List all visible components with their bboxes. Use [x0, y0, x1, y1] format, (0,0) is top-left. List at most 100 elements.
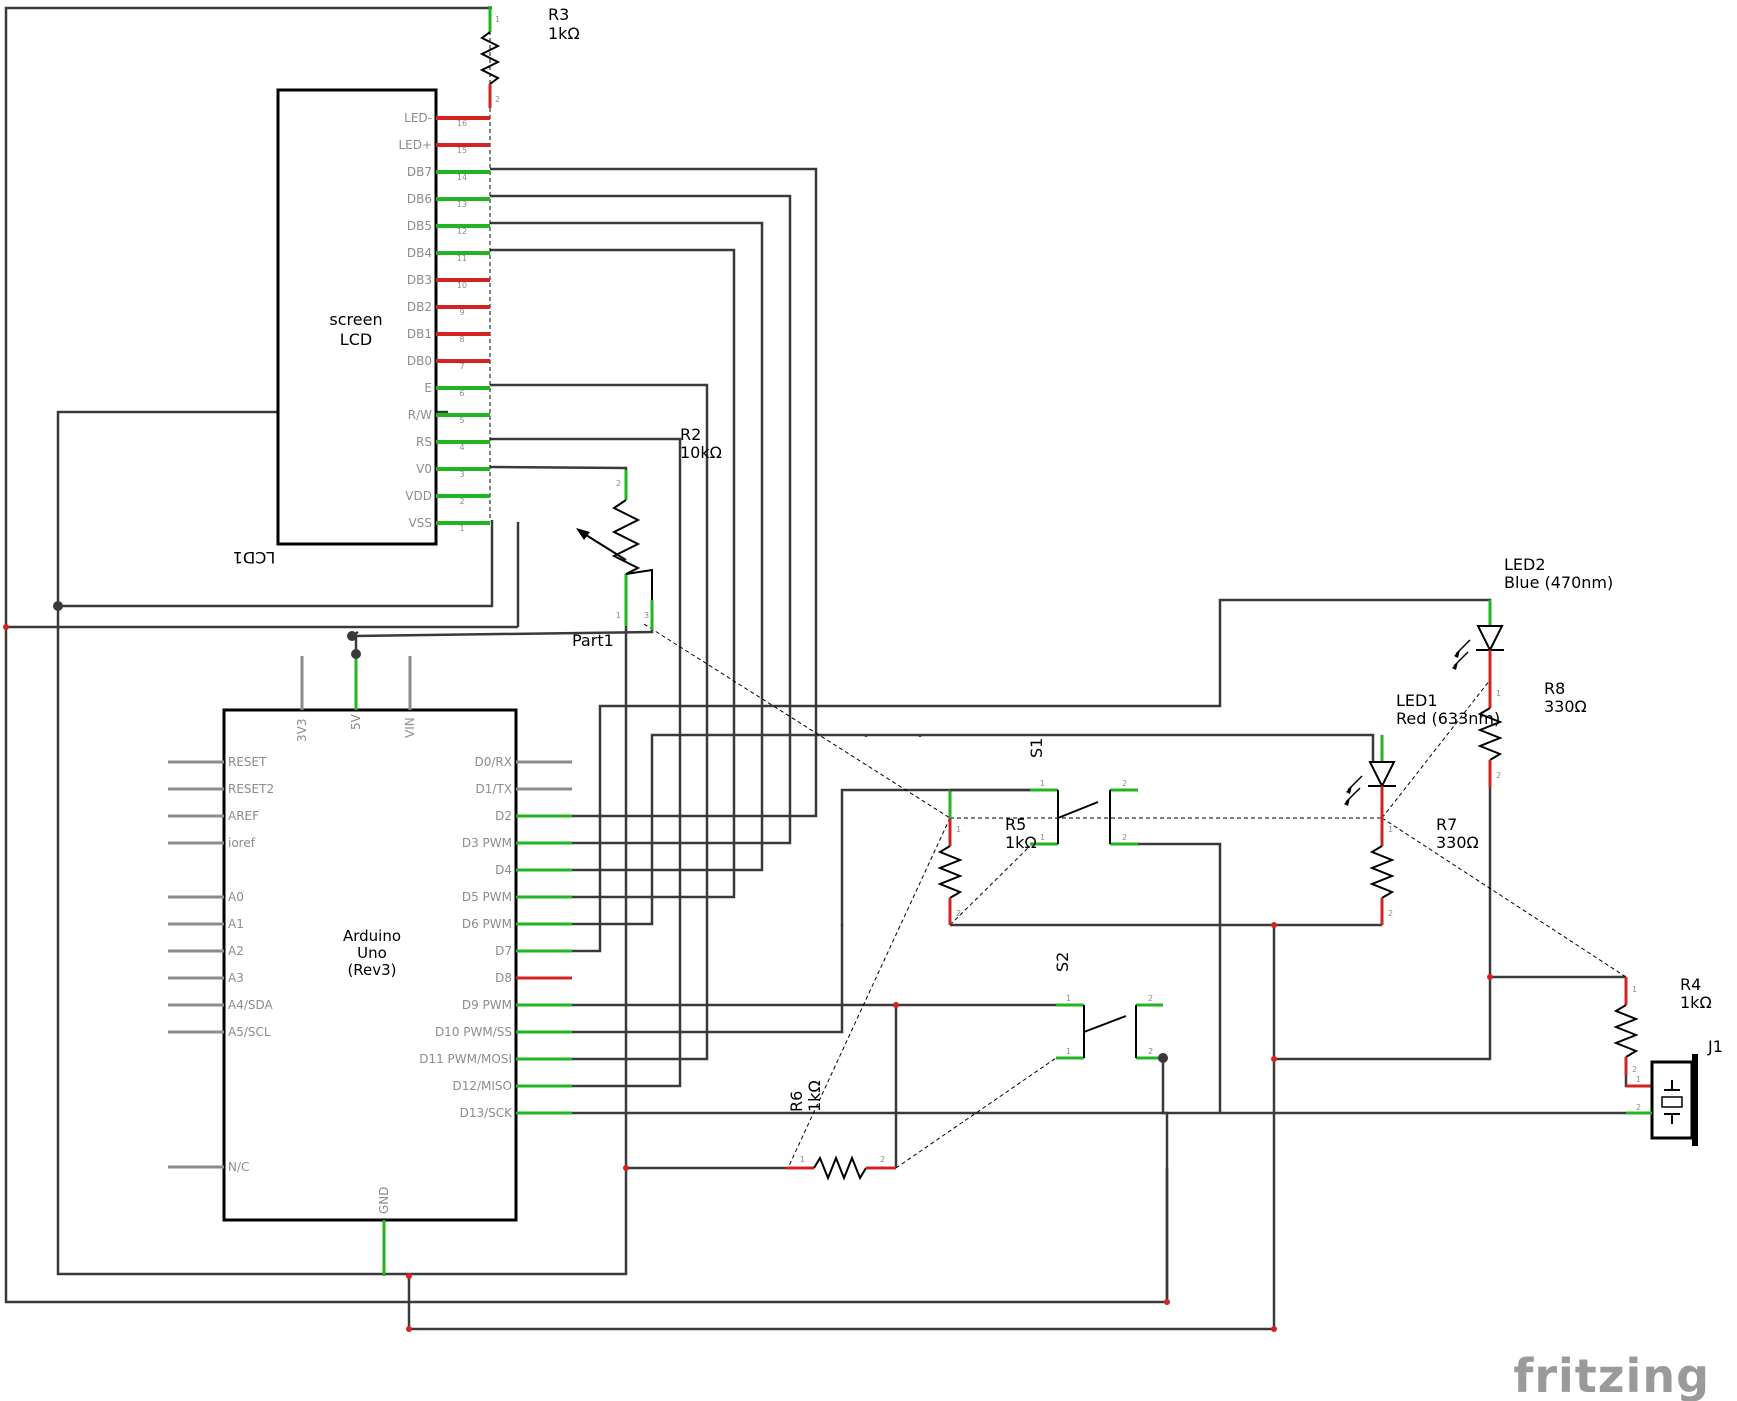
arduino-pin-d6-pwm: D6 PWM: [462, 917, 572, 931]
arduino-pin-d8: D8: [495, 971, 572, 985]
potentiometer-r2: 2 1 3 R2 10kΩ Part1: [572, 425, 722, 650]
arduino-label-line2: Uno: [357, 944, 387, 962]
svg-text:1: 1: [1496, 689, 1501, 698]
lcd-pin-number: 1: [459, 524, 464, 533]
arduino-label-line3: (Rev3): [347, 961, 396, 979]
lcd-pin-label: DB4: [407, 246, 432, 260]
arduino-pin-label: D11 PWM/MOSI: [419, 1052, 512, 1066]
lcd-pin-label: DB6: [407, 192, 432, 206]
lcd-pin-led-: LED+15: [398, 138, 490, 155]
arduino-pin-a4-sda: A4/SDA: [168, 998, 274, 1012]
r6-ref: R6: [787, 1091, 806, 1112]
svg-text:2: 2: [1632, 1065, 1637, 1074]
led1-value: Red (633nm): [1396, 709, 1500, 728]
lcd-pin-number: 10: [457, 281, 467, 290]
svg-text:1: 1: [800, 1155, 805, 1164]
lcd-pin-number: 9: [459, 308, 464, 317]
svg-text:2: 2: [1148, 994, 1153, 1003]
svg-text:2: 2: [880, 1155, 885, 1164]
s2-ref: S2: [1053, 952, 1072, 972]
resistor-r3: 1 2 R3 1kΩ: [436, 5, 580, 120]
arduino-pin-a0: A0: [168, 890, 244, 904]
arduino-pin-3v3: 3V3: [295, 719, 309, 742]
resistor-r7: 1 2 R7 330Ω: [1369, 815, 1479, 925]
lcd-pin-number: 11: [457, 254, 467, 263]
arduino-pin-d11-pwm-mosi: D11 PWM/MOSI: [419, 1052, 572, 1066]
r5-value: 1kΩ: [1005, 833, 1037, 852]
arduino-left-pins: RESETRESET2AREFiorefA0A1A2A3A4/SDAA5/SCL…: [168, 755, 274, 1174]
led2-ref: LED2: [1504, 555, 1546, 574]
arduino-pin-5v: 5V: [349, 713, 363, 730]
r3-value: 1kΩ: [548, 24, 580, 43]
r3-ref: R3: [548, 5, 569, 24]
lcd-pin-label: V0: [416, 462, 432, 476]
arduino-pin-d12-miso: D12/MISO: [452, 1079, 572, 1093]
arduino-pin-ioref: ioref: [168, 836, 256, 850]
lcd-pin-db3: DB3 10: [407, 273, 490, 290]
lcd-pin-label: VSS: [409, 516, 432, 530]
arduino-pin-n-c: N/C: [168, 1160, 249, 1174]
svg-text:1: 1: [495, 15, 500, 24]
resistor-r4: 1 2 R4 1kΩ: [1613, 975, 1712, 1088]
arduino-pin-d5-pwm: D5 PWM: [462, 890, 572, 904]
arduino-pin-d10-pwm-ss: D10 PWM/SS: [435, 1025, 572, 1039]
arduino-pin-label: D7: [495, 944, 512, 958]
lcd-pin-label: E: [424, 381, 432, 395]
arduino-pin-label: A0: [228, 890, 244, 904]
r5-ref: R5: [1005, 815, 1026, 834]
arduino-pin-d1-tx: D1/TX: [476, 782, 572, 796]
arduino-pin-label: D1/TX: [476, 782, 512, 796]
svg-text:1: 1: [1040, 779, 1045, 788]
lcd-pin-label: VDD: [405, 489, 432, 503]
arduino-pin-label: D2: [495, 809, 512, 823]
arduino-pin-label: N/C: [228, 1160, 249, 1174]
arduino-pin-label: A2: [228, 944, 244, 958]
arduino-uno: RESETRESET2AREFiorefA0A1A2A3A4/SDAA5/SCL…: [168, 656, 572, 1276]
unconnected-endpoints: [3, 624, 1493, 1332]
svg-text:2: 2: [495, 95, 500, 104]
lcd-ref: LCD1: [233, 548, 276, 567]
arduino-label-line1: Arduino: [343, 927, 401, 945]
resistor-r5: 1 2 R5 1kΩ: [937, 788, 1037, 925]
fritzing-logo: fritzing: [1513, 1349, 1710, 1401]
junction-dots: [53, 601, 1168, 1063]
svg-text:2: 2: [1122, 779, 1127, 788]
wires: [4, 6, 1670, 1331]
switch-s1: 1 1 2 2 S1: [1027, 738, 1138, 846]
arduino-pin-label: A1: [228, 917, 244, 931]
arduino-pin-d2: D2: [495, 809, 572, 823]
arduino-pin-label: A5/SCL: [228, 1025, 271, 1039]
lcd-pin-label: DB5: [407, 219, 432, 233]
arduino-pin-label: D13/SCK: [460, 1106, 514, 1120]
r2-part: Part1: [572, 631, 614, 650]
lcd-pin-label: R/W: [408, 408, 432, 422]
svg-text:2: 2: [1122, 833, 1127, 842]
arduino-pin-reset: RESET: [168, 755, 267, 769]
resistor-r6: 1 2 R6 1kΩ: [786, 1080, 896, 1181]
j1-ref: J1: [1707, 1037, 1723, 1056]
svg-text:2: 2: [956, 909, 961, 918]
arduino-pin-label: D10 PWM/SS: [435, 1025, 512, 1039]
arduino-pin-label: D4: [495, 863, 512, 877]
r2-value: 10kΩ: [680, 443, 722, 462]
arduino-pin-label: AREF: [228, 809, 259, 823]
led2-blue: LED2 Blue (470nm): [1452, 555, 1613, 680]
arduino-pin-reset2: RESET2: [168, 782, 274, 796]
arduino-pin-label: ioref: [228, 836, 256, 850]
arduino-pin-d9-pwm: D9 PWM: [462, 998, 572, 1012]
arduino-pin-d3-pwm: D3 PWM: [462, 836, 572, 850]
svg-text:2: 2: [1148, 1047, 1153, 1056]
lcd-pin-number: 16: [457, 119, 467, 128]
arduino-pin-d4: D4: [495, 863, 572, 877]
svg-text:2: 2: [1388, 909, 1393, 918]
arduino-pin-a2: A2: [168, 944, 244, 958]
lcd-pin-label: DB3: [407, 273, 432, 287]
